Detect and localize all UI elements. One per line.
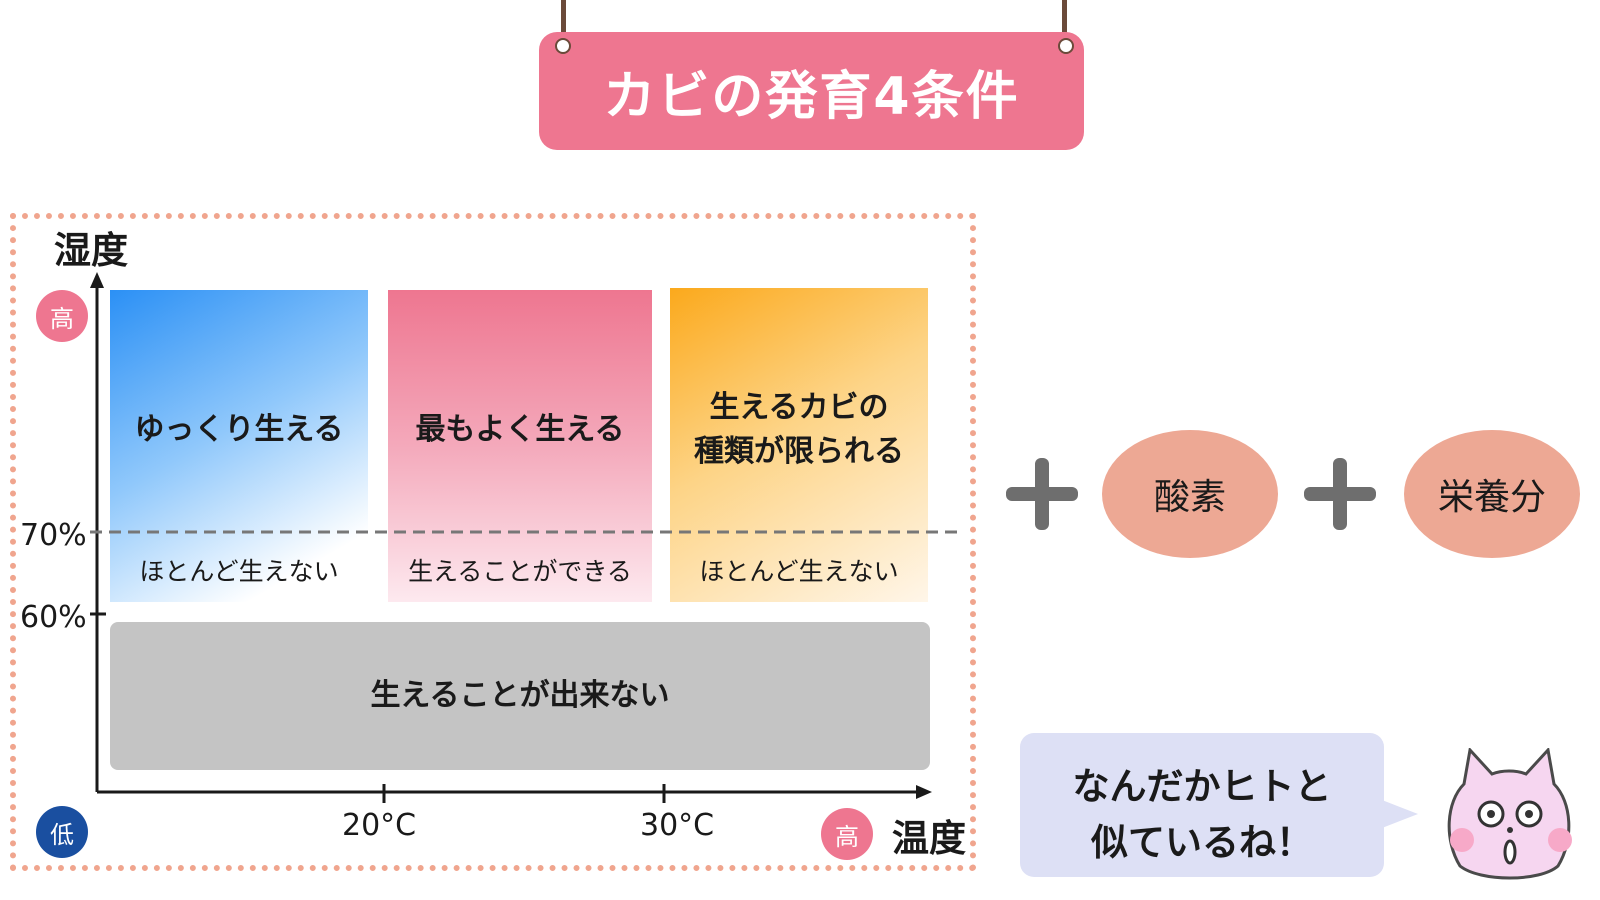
y-axis-arrow: [90, 272, 104, 288]
y-tick-label-70: 70%: [20, 518, 87, 553]
hot-zone-below70: ほとんど生えない: [699, 557, 899, 586]
hot-zone-box: [670, 288, 928, 602]
y-axis-label: 湿度: [54, 229, 128, 272]
low-zone-box: [110, 622, 930, 770]
nutrients-oval: 栄養分: [1404, 430, 1580, 558]
speech-bubble: [1020, 733, 1384, 877]
sign-string-right: [1062, 0, 1067, 44]
x-tick-label-20: 20°C: [342, 808, 417, 843]
mid-zone-below70: 生えることができる: [408, 557, 632, 586]
x-tick-label-30: 30°C: [640, 808, 715, 843]
mid-zone-box: [388, 290, 652, 602]
cold-zone-label: ゆっくり生える: [134, 412, 344, 447]
low-zone-label: 生えることが出来ない: [370, 678, 670, 713]
cat-character-icon: [1447, 748, 1572, 880]
bubble-line1: なんだかヒトと: [1072, 765, 1332, 808]
sign-pin-right: [1058, 38, 1074, 54]
mid-zone-label: 最もよく生える: [415, 412, 625, 447]
cold-zone-box: [110, 290, 368, 602]
oxygen-oval: 酸素: [1102, 430, 1278, 558]
y-high-badge: 高: [36, 290, 88, 342]
origin-low-badge: 低: [36, 806, 88, 858]
bubble-line2: 似ているね！: [1091, 821, 1313, 864]
hot-zone-label-line2: 種類が限られる: [694, 434, 904, 469]
nutrients-label: 栄養分: [1437, 477, 1546, 518]
y-tick-label-60: 60%: [20, 600, 87, 635]
plus-icon: [1006, 458, 1078, 530]
x-axis-arrow: [916, 785, 932, 799]
hot-zone-label-line1: 生えるカビの: [709, 390, 889, 425]
oxygen-label: 酸素: [1153, 477, 1226, 518]
page-title: カビの発育4条件: [603, 66, 1020, 127]
sign-string-left: [561, 0, 566, 44]
cold-zone-below70: ほとんど生えない: [139, 557, 339, 586]
sign-pin-left: [555, 38, 571, 54]
x-high-badge: 高: [821, 808, 873, 860]
x-axis-label: 温度: [892, 817, 966, 860]
title-sign: カビの発育4条件: [539, 32, 1084, 150]
plus-icon: [1304, 458, 1376, 530]
speech-bubble-tail: [1382, 800, 1418, 828]
chart-frame: [10, 213, 976, 871]
